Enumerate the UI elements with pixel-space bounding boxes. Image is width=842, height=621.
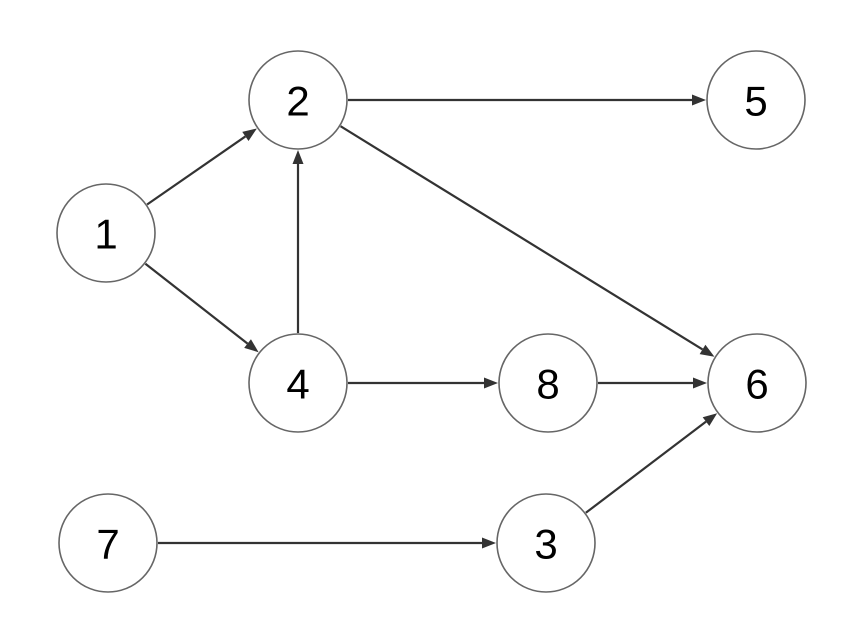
graph-node-5[interactable]: 5 (706, 50, 806, 150)
edge-8-to-6 (598, 377, 707, 389)
arrowhead-icon (482, 537, 496, 549)
node-label: 2 (286, 78, 309, 125)
arrowhead-icon (692, 94, 706, 106)
node-label: 6 (745, 361, 768, 408)
edge-2-to-6 (339, 125, 715, 357)
edge-3-to-6 (585, 413, 718, 514)
edge-1-to-4 (144, 262, 259, 353)
node-circle[interactable] (56, 183, 156, 283)
node-label: 7 (96, 521, 119, 568)
arrowhead-icon (702, 413, 718, 427)
edge-2-to-5 (348, 94, 706, 106)
edges-layer (144, 94, 718, 549)
graph-node-3[interactable]: 3 (496, 493, 596, 593)
node-circle[interactable] (248, 333, 348, 433)
edge-line (585, 420, 707, 514)
arrowhead-icon (242, 128, 257, 141)
edge-4-to-2 (292, 150, 304, 333)
graph-node-1[interactable]: 1 (56, 183, 156, 283)
node-label: 1 (94, 211, 117, 258)
node-circle[interactable] (707, 333, 807, 433)
arrowhead-icon (292, 150, 304, 164)
edge-7-to-3 (158, 537, 496, 549)
node-label: 5 (744, 78, 767, 125)
graph-node-7[interactable]: 7 (58, 493, 158, 593)
edge-line (339, 125, 704, 351)
graph-node-6[interactable]: 6 (707, 333, 807, 433)
node-label: 4 (286, 361, 309, 408)
node-label: 3 (534, 521, 557, 568)
edge-4-to-8 (348, 377, 498, 389)
graph-node-8[interactable]: 8 (498, 333, 598, 433)
nodes-layer: 1 2 5 4 8 6 7 3 (56, 50, 807, 593)
arrowhead-icon (244, 339, 259, 353)
edge-line (144, 262, 249, 345)
arrowhead-icon (484, 377, 498, 389)
node-circle[interactable] (498, 333, 598, 433)
node-circle[interactable] (706, 50, 806, 150)
edge-1-to-2 (146, 128, 257, 206)
graph-node-4[interactable]: 4 (248, 333, 348, 433)
node-circle[interactable] (496, 493, 596, 593)
arrowhead-icon (699, 344, 715, 357)
node-circle[interactable] (248, 50, 348, 150)
graph-node-2[interactable]: 2 (248, 50, 348, 150)
edge-line (146, 135, 247, 206)
arrowhead-icon (693, 377, 707, 389)
node-circle[interactable] (58, 493, 158, 593)
node-label: 8 (536, 361, 559, 408)
